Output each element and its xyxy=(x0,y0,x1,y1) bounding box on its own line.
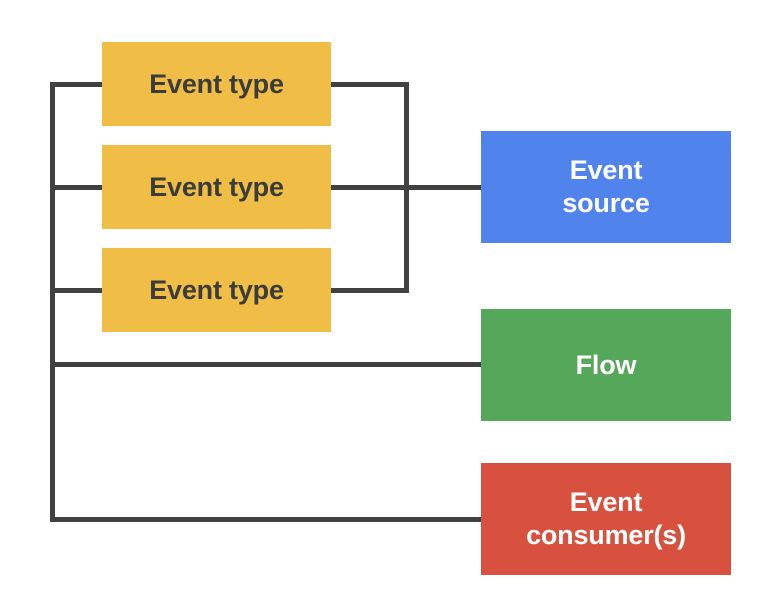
node-event-source-label: Event source xyxy=(562,155,650,218)
left-branch-to-event-type-2 xyxy=(50,185,106,190)
node-event-type-3[interactable]: Event type xyxy=(102,248,331,332)
left-trunk-vertical-line xyxy=(50,82,55,522)
right-stub-from-event-type-1 xyxy=(328,82,406,87)
node-flow[interactable]: Flow xyxy=(481,309,731,421)
node-event-consumers-label: Event consumer(s) xyxy=(526,487,686,550)
node-event-source[interactable]: Event source xyxy=(481,131,731,243)
left-branch-to-event-consumers xyxy=(50,517,485,522)
left-branch-to-event-type-3 xyxy=(50,288,106,293)
right-stub-from-event-type-2 xyxy=(328,185,406,190)
left-branch-to-event-type-1 xyxy=(50,82,106,87)
right-stub-from-event-type-3 xyxy=(328,288,406,293)
node-event-type-1[interactable]: Event type xyxy=(102,42,331,126)
node-event-type-3-label: Event type xyxy=(149,274,284,305)
node-flow-label: Flow xyxy=(575,349,637,380)
node-event-type-1-label: Event type xyxy=(149,68,284,99)
node-event-consumers[interactable]: Event consumer(s) xyxy=(481,463,731,575)
node-event-type-2[interactable]: Event type xyxy=(102,145,331,229)
node-event-type-2-label: Event type xyxy=(149,171,284,202)
right-branch-to-event-source xyxy=(404,185,486,190)
left-branch-to-flow xyxy=(50,362,485,367)
